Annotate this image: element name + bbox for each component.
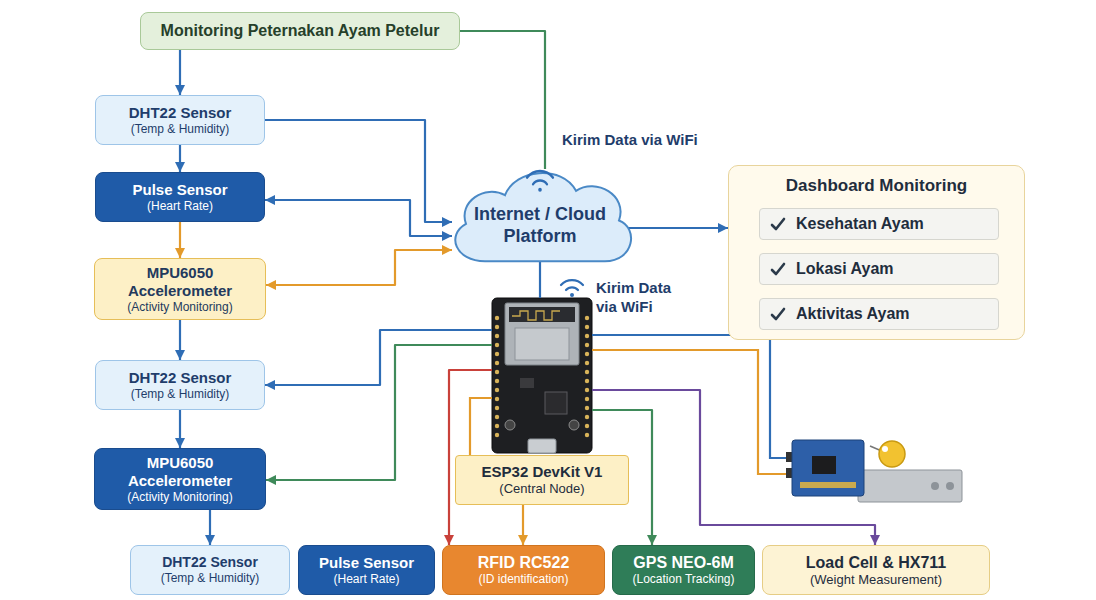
sensor-box: DHT22 Sensor(Temp & Humidity) — [130, 545, 290, 595]
connector-arrow — [592, 390, 875, 545]
connector-arrow — [266, 250, 452, 285]
node-subtitle: (Temp & Humidity) — [131, 387, 230, 401]
node-title: DHT22 Sensor — [129, 369, 232, 387]
board-pin — [495, 406, 499, 410]
node-plate: ESP32 DevKit V1(Central Node) — [455, 455, 629, 505]
dashboard-item: Kesehatan Ayam — [759, 208, 999, 240]
esp32-board — [492, 298, 592, 453]
board-pin — [495, 316, 499, 320]
node-title: Pulse Sensor — [132, 181, 227, 199]
sensor-box: DHT22 Sensor(Temp & Humidity) — [95, 95, 265, 145]
node-subtitle: (Activity Monitoring) — [127, 490, 232, 504]
node-title: Aktivitas Ayam — [796, 304, 910, 323]
board-pin — [495, 334, 499, 338]
connector-arrow — [209, 510, 211, 545]
node-title: ESP32 DevKit V1 — [482, 463, 603, 481]
node-title: DHT22 Sensor — [129, 104, 232, 122]
title-box: Monitoring Peternakan Ayam Petelur — [140, 12, 460, 50]
node-subtitle: (ID identification) — [478, 572, 568, 586]
board-wires — [470, 335, 788, 474]
board-pin — [495, 379, 499, 383]
sensor-box: MPU6050 Accelerometer(Activity Monitorin… — [94, 258, 266, 320]
connector-arrow — [179, 145, 181, 172]
board-pin — [495, 352, 499, 356]
node-subtitle: (Heart Rate) — [147, 199, 213, 213]
board-pin — [585, 388, 589, 392]
sensor-box: MPU6050 Accelerometer(Activity Monitorin… — [94, 448, 266, 510]
module-box: RFID RC522(ID identification) — [442, 545, 605, 595]
connector-arrow — [460, 31, 545, 169]
sensor-box: Pulse Sensor(Heart Rate) — [298, 545, 435, 595]
connector-arrow — [265, 120, 452, 222]
node-title: MPU6050 Accelerometer — [105, 264, 255, 300]
connector-arrow — [539, 261, 541, 298]
node-title: Pulse Sensor — [319, 554, 414, 572]
node-title: MPU6050 Accelerometer — [105, 454, 255, 490]
connector-arrow — [179, 410, 181, 448]
board-pin — [495, 361, 499, 365]
node-subtitle: (Activity Monitoring) — [127, 300, 232, 314]
node-title: Kesehatan Ayam — [796, 214, 924, 233]
connector-arrow — [179, 320, 181, 360]
connector-arrow — [522, 505, 524, 545]
sensor-box: Pulse Sensor(Heart Rate) — [95, 172, 265, 222]
node-subtitle: (Central Node) — [499, 481, 584, 497]
central-node: ESP32 DevKit V1(Central Node) — [492, 298, 592, 505]
board-pin — [585, 325, 589, 329]
connector-arrow — [265, 330, 492, 385]
board-pin — [495, 325, 499, 329]
node-subtitle: (Weight Measurement) — [810, 572, 942, 588]
board-pin — [495, 343, 499, 347]
node-subtitle: (Temp & Humidity) — [161, 571, 260, 585]
board-pin — [585, 334, 589, 338]
board-pin — [585, 343, 589, 347]
node-title: GPS NEO-6M — [633, 553, 733, 572]
node-title: Monitoring Peternakan Ayam Petelur — [161, 21, 440, 40]
node-title: RFID RC522 — [478, 553, 570, 572]
board-pin — [495, 397, 499, 401]
dashboard-item: Aktivitas Ayam — [759, 298, 999, 330]
board-pin — [585, 406, 589, 410]
dashboard-item: Lokasi Ayam — [759, 253, 999, 285]
sensor-box: DHT22 Sensor(Temp & Humidity) — [95, 360, 265, 410]
board-pin — [585, 424, 589, 428]
board-pin — [585, 397, 589, 401]
check-mark — [770, 261, 786, 277]
load-cell-illustration — [786, 440, 962, 502]
board-pin — [495, 424, 499, 428]
module-box: Load Cell & HX711(Weight Measurement) — [762, 545, 990, 595]
board-pin — [495, 433, 499, 437]
board-pin — [585, 379, 589, 383]
connector-arrow — [179, 222, 181, 258]
module-box: GPS NEO-6M(Location Tracking) — [612, 545, 755, 595]
connector-arrow — [265, 200, 452, 236]
node-subtitle: (Temp & Humidity) — [131, 122, 230, 136]
board-pin — [585, 361, 589, 365]
board-pin — [585, 316, 589, 320]
board-pin — [495, 370, 499, 374]
dashboard-panel: Dashboard MonitoringKesehatan AyamLokasi… — [728, 165, 1025, 340]
node-subtitle: (Location Tracking) — [632, 572, 734, 586]
node-title: Dashboard Monitoring — [786, 176, 967, 196]
board-pin — [585, 415, 589, 419]
check-mark — [770, 306, 786, 322]
wifi-icon — [561, 280, 583, 297]
board-pin — [585, 352, 589, 356]
node-title: Lokasi Ayam — [796, 259, 894, 278]
check-mark — [770, 216, 786, 232]
board-pin — [585, 370, 589, 374]
node-title: Internet / Cloud Platform — [465, 204, 615, 247]
connector-arrow — [628, 227, 728, 229]
connector-arrow — [179, 50, 181, 95]
board-pin — [495, 415, 499, 419]
board-pin — [585, 433, 589, 437]
node-title: Load Cell & HX711 — [806, 553, 947, 572]
node-title: DHT22 Sensor — [162, 554, 258, 571]
board-pin — [495, 388, 499, 392]
cloud-shape: Internet / Cloud Platform — [440, 160, 640, 270]
annotation-label: Kirim Data via WiFi — [562, 131, 698, 150]
annotation-label: Kirim Data via WiFi — [596, 279, 696, 317]
node-subtitle: (Heart Rate) — [333, 572, 399, 586]
